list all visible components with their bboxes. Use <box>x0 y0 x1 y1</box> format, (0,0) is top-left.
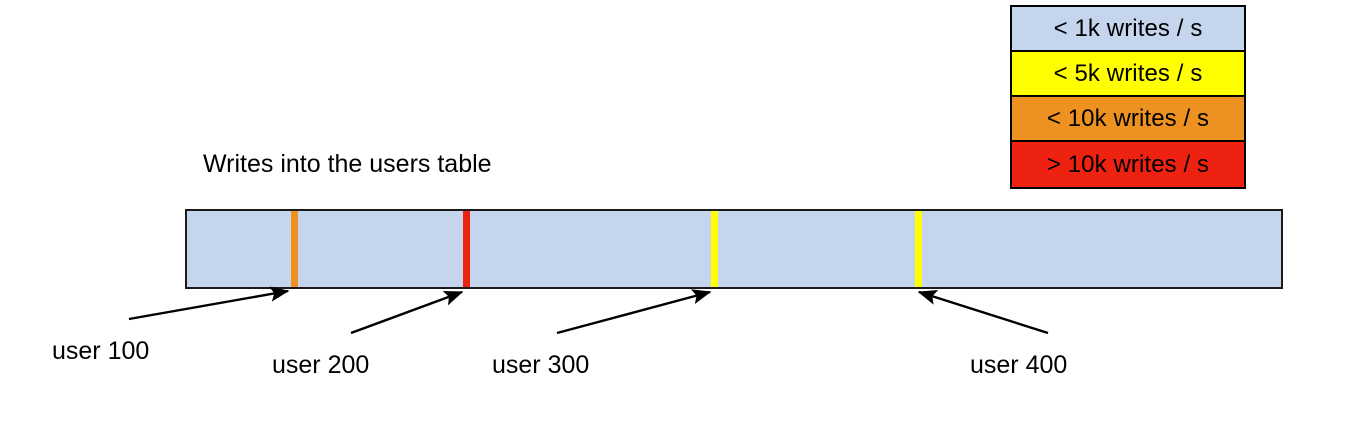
legend-item-label: > 10k writes / s <box>1046 150 1210 178</box>
legend: < 1k writes / s < 5k writes / s < 10k wr… <box>1010 5 1246 189</box>
legend-item-lt-5k: < 5k writes / s <box>1012 52 1244 97</box>
callout-label-user-200: user 200 <box>272 351 370 379</box>
marker-user-300 <box>711 211 718 287</box>
legend-item-label: < 5k writes / s <box>1053 59 1203 87</box>
legend-item-label: < 10k writes / s <box>1046 104 1210 132</box>
callout-label-user-300: user 300 <box>492 351 590 379</box>
chart-title: Writes into the users table <box>203 150 492 178</box>
marker-user-200 <box>463 211 470 287</box>
marker-user-100 <box>291 211 298 287</box>
arrow-user-400 <box>917 290 1049 335</box>
legend-item-label: < 1k writes / s <box>1053 14 1203 42</box>
legend-item-lt-10k: < 10k writes / s <box>1012 97 1244 142</box>
arrow-user-100 <box>128 286 290 321</box>
arrow-user-300 <box>556 289 712 335</box>
callout-label-user-400: user 400 <box>970 351 1068 379</box>
users-table-bar <box>185 209 1283 289</box>
marker-user-400 <box>915 211 922 287</box>
legend-item-lt-1k: < 1k writes / s <box>1012 7 1244 52</box>
legend-item-gt-10k: > 10k writes / s <box>1012 142 1244 187</box>
callout-label-user-100: user 100 <box>52 337 150 365</box>
arrow-user-200 <box>350 290 464 335</box>
